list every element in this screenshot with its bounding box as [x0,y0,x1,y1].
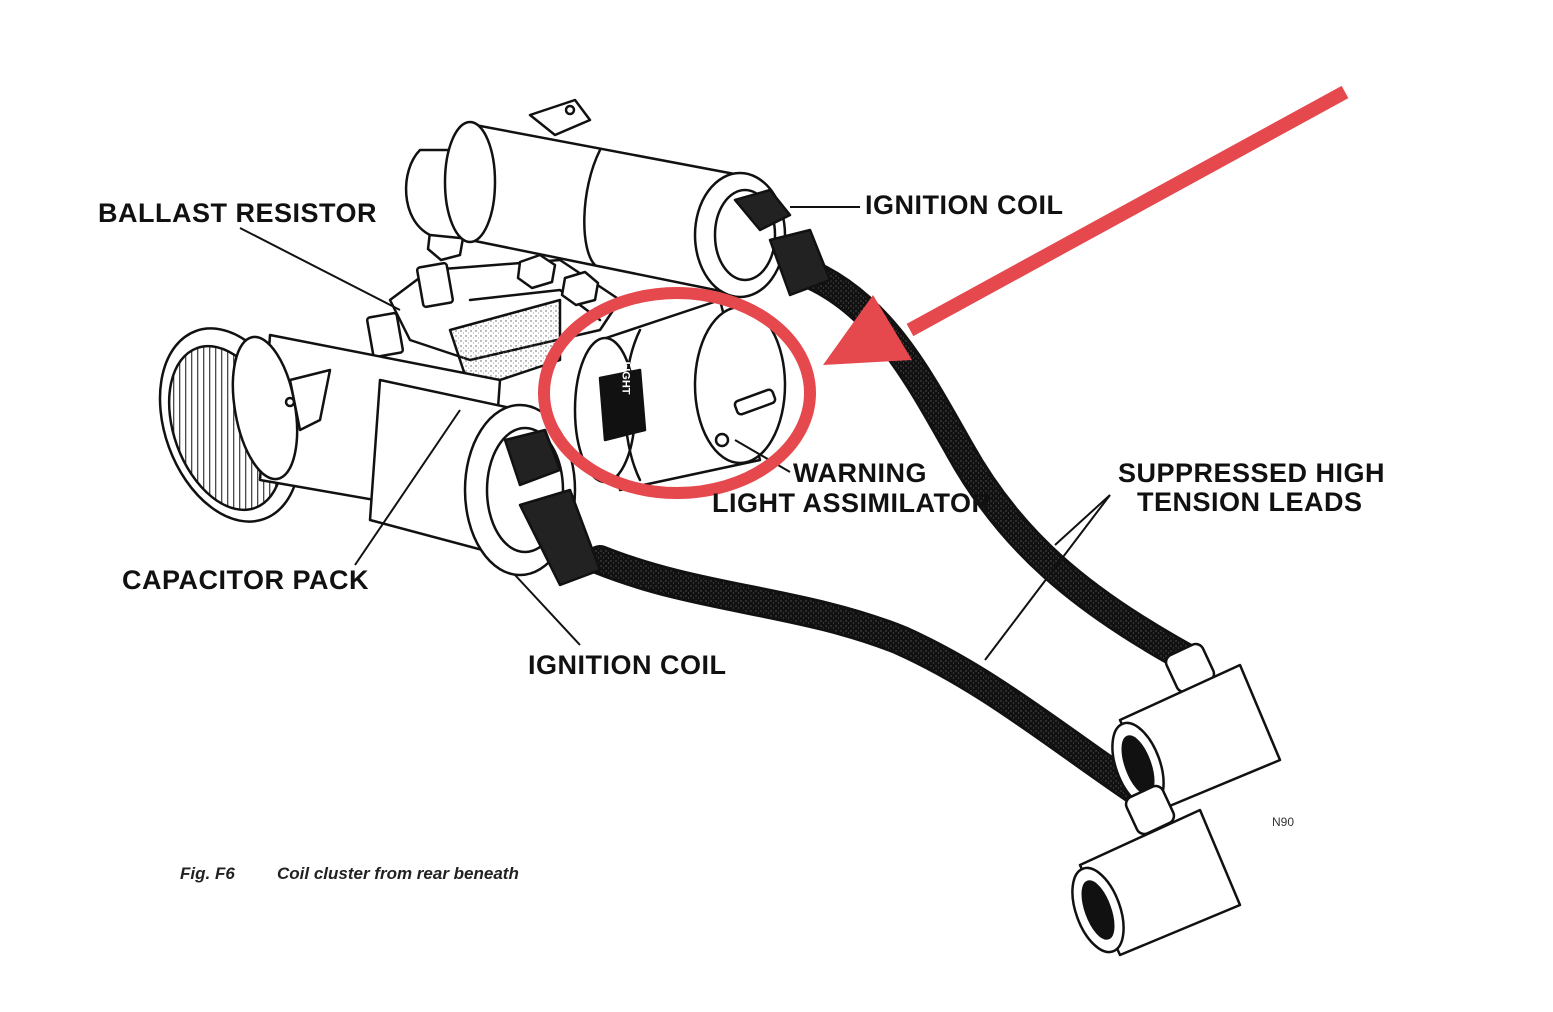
label-ignition-coil-upper: IGNITION COIL [865,190,1064,220]
assimilator-body-text: LIGHT [619,361,632,395]
leader-ballast-resistor [239,227,401,311]
label-ignition-coil-lower: IGNITION COIL [528,650,727,680]
leader-capacitor-pack [354,409,461,566]
lower-ht-lead [585,545,1165,815]
leader-suppressed-leads-2 [984,494,1111,661]
plug-boot-lower [1071,784,1242,957]
label-suppressed-line2: TENSION LEADS [1137,487,1363,517]
warning-light-assimilator [573,298,787,492]
highlight-arrow-head [823,295,912,365]
leader-ignition-coil-lower [514,574,581,646]
plug-boot-upper [1111,642,1282,812]
leader-suppressed-leads-1 [1054,494,1111,546]
drawing-code: N90 [1272,815,1295,829]
highlight-circle [538,287,816,499]
upper-ignition-coil [404,98,832,299]
label-suppressed-line1: SUPPRESSED HIGH [1118,458,1386,488]
highlight-annotation [538,85,1349,499]
figure-caption: Coil cluster from rear beneath [277,864,519,883]
figure-number: Fig. F6 [180,864,235,883]
label-warning-line1: WARNING [793,458,927,488]
leader-lines [239,206,1111,661]
leader-warning-light [734,439,791,473]
highlight-arrow-shaft [906,85,1349,337]
label-warning-line2: LIGHT ASSIMILATOR [712,488,992,518]
label-capacitor-pack: CAPACITOR PACK [122,565,370,595]
lower-ignition-coil [368,378,602,587]
label-ballast-resistor: BALLAST RESISTOR [98,198,378,228]
